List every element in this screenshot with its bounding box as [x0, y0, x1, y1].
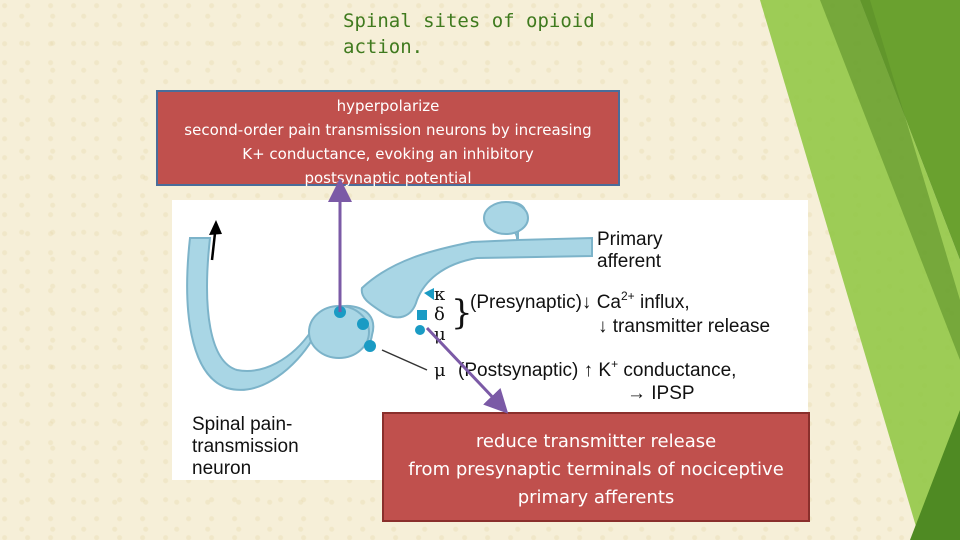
transmitter-release-text: ↓ transmitter release: [598, 316, 770, 337]
callout-line: from presynaptic terminals of nociceptiv…: [408, 459, 784, 480]
svg-text:}: }: [451, 293, 473, 333]
slide-title: Spinal sites of opioid action.: [343, 10, 595, 58]
postsynaptic-callout: hyperpolarize second-order pain transmis…: [156, 90, 620, 187]
svg-text:afferent: afferent: [597, 251, 662, 272]
primary-afferent-label: Primary: [597, 229, 663, 250]
callout-line: second-order pain transmission neurons b…: [184, 121, 592, 139]
receptor-square: [417, 310, 427, 320]
kappa-symbol: κ: [434, 284, 446, 305]
svg-text:transmission: transmission: [192, 436, 299, 457]
receptor-dot: [334, 306, 346, 318]
callout-line: K+ conductance, evoking an inhibitory: [242, 145, 534, 163]
postsynaptic-text: (Postsynaptic) ↑ K+ conductance,: [458, 357, 736, 381]
callout-line: postsynaptic potential: [304, 169, 472, 187]
green-decoration: [760, 0, 960, 540]
svg-text:neuron: neuron: [192, 458, 251, 479]
mu-symbol: μ: [434, 324, 446, 345]
ipsp-text: → IPSP: [627, 383, 695, 404]
presynaptic-callout: reduce transmitter release from presynap…: [382, 412, 810, 522]
presynaptic-text: (Presynaptic)↓ Ca2+ influx,: [470, 289, 690, 313]
neuron-label: Spinal pain-: [192, 414, 292, 435]
callout-line: primary afferents: [517, 487, 675, 508]
postsynaptic-mu-symbol: μ: [434, 360, 446, 381]
receptor-dot: [415, 325, 425, 335]
receptor-dot: [357, 318, 369, 330]
receptor-dot: [364, 340, 376, 352]
callout-line: hyperpolarize: [336, 97, 440, 115]
callout-line: reduce transmitter release: [475, 431, 717, 452]
delta-symbol: δ: [434, 304, 445, 325]
receptor-triangle: [424, 288, 434, 300]
